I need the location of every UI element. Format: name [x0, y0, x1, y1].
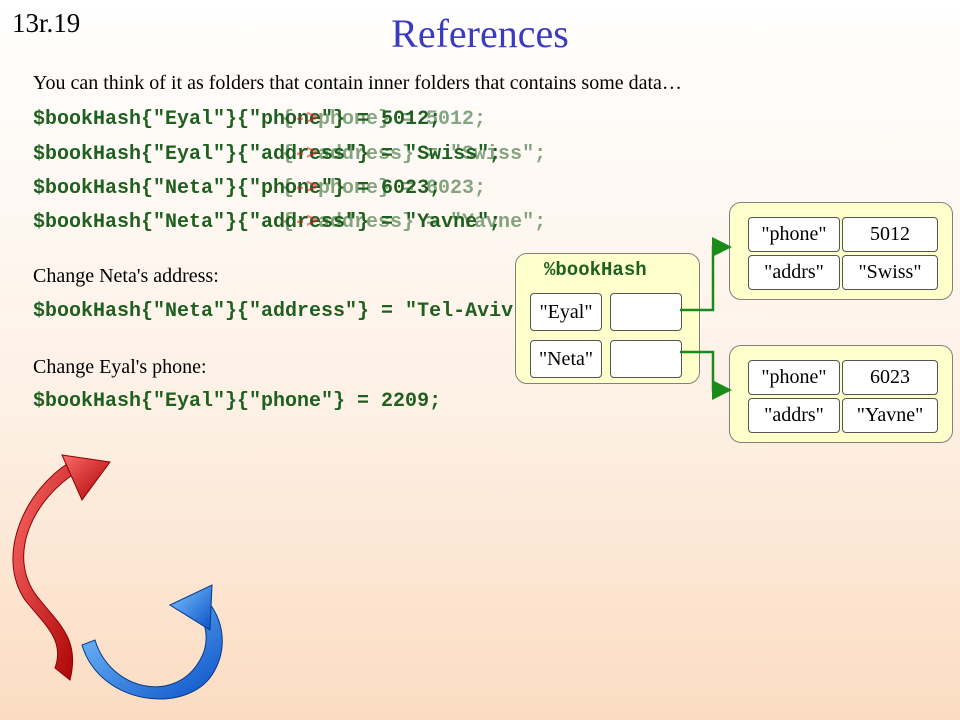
change-eyal-label: Change Eyal's phone:	[33, 356, 207, 378]
eyal-addr-value: "Swiss"	[842, 255, 938, 290]
overlay-line-2: {->address} = "Swiss";	[282, 143, 547, 166]
eyal-reference-connector	[680, 237, 732, 312]
change-neta-code: $bookHash{"Neta"}{"address"} = "Tel-Aviv…	[33, 300, 538, 323]
eyal-addr-key: "addrs"	[748, 255, 840, 290]
overlay-line-1: {->phone} = 5012;	[282, 108, 487, 131]
hash-value-neta-ref	[610, 340, 682, 378]
code-line-2: $bookHash{"Eyal"}{"address"} = "Swiss";	[33, 143, 502, 166]
dereference-arrow: ->	[294, 211, 319, 234]
dereference-arrow: ->	[294, 143, 319, 166]
hash-key-eyal: "Eyal"	[530, 293, 602, 331]
hash-panel: %bookHash "Eyal" "Neta"	[515, 253, 700, 384]
slide-title: References	[391, 11, 569, 56]
curved-arrows-icon	[12, 454, 223, 700]
overlay-line-3: {->phone} = 6023;	[282, 177, 487, 200]
hash-value-eyal-ref	[610, 293, 682, 331]
neta-reference-connector	[680, 350, 732, 400]
eyal-record-panel: "phone" 5012 "addrs" "Swiss"	[729, 202, 953, 300]
neta-phone-value: 6023	[842, 360, 938, 395]
code-line-4: $bookHash{"Neta"}{"address"} = "Yavne";	[33, 211, 502, 234]
code-line-3: $bookHash{"Neta"}{"phone"} = 6023;	[33, 177, 442, 200]
eyal-phone-value: 5012	[842, 217, 938, 252]
change-eyal-code: $bookHash{"Eyal"}{"phone"} = 2209;	[33, 390, 442, 413]
neta-addr-value: "Yavne"	[842, 398, 938, 433]
dereference-arrow: ->	[294, 108, 319, 131]
dereference-arrow: ->	[294, 177, 319, 200]
neta-phone-key: "phone"	[748, 360, 840, 395]
neta-addr-key: "addrs"	[748, 398, 840, 433]
code-line-1: $bookHash{"Eyal"}{"phone"} = 5012;	[33, 108, 442, 131]
intro-text: You can think of it as folders that cont…	[33, 72, 682, 94]
neta-record-panel: "phone" 6023 "addrs" "Yavne"	[729, 345, 953, 443]
change-neta-label: Change Neta's address:	[33, 265, 219, 287]
eyal-phone-key: "phone"	[748, 217, 840, 252]
hash-key-neta: "Neta"	[530, 340, 602, 378]
hash-name: %bookHash	[544, 259, 647, 281]
overlay-line-4: {->address} = "Yavne";	[282, 211, 547, 234]
slide-number: 13r.19	[12, 8, 81, 38]
